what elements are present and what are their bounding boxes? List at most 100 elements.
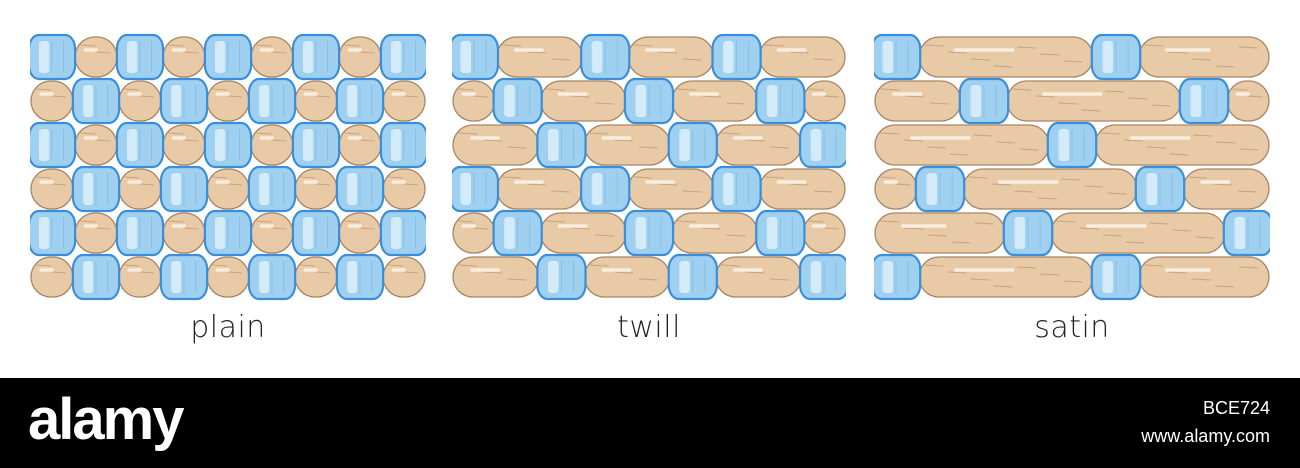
weft-yarn [1226, 80, 1270, 122]
warp-yarn [798, 121, 846, 169]
weft-yarn [627, 36, 715, 78]
weft-yarn [539, 80, 627, 122]
warp-yarn [492, 77, 543, 125]
plain-weave-illustration [30, 33, 426, 301]
weft-yarn [583, 124, 671, 166]
weft-yarn [1138, 36, 1270, 78]
satin-label: satin [1034, 310, 1110, 345]
weft-yarn [496, 168, 583, 210]
warp-yarn [1178, 77, 1230, 125]
weft-yarn [382, 168, 426, 210]
plain-label: plain [190, 310, 266, 345]
warp-yarn [115, 33, 165, 81]
weft-yarn [382, 80, 426, 122]
weft-yarn [338, 36, 382, 78]
warp-yarn [71, 165, 121, 213]
weft-yarn [918, 36, 1094, 78]
twill-weave-panel [452, 33, 846, 301]
warp-yarn [711, 33, 762, 81]
site-url-text: www.alamy.com [1141, 426, 1270, 446]
alamy-logo: alamy [28, 387, 184, 452]
warp-yarn [667, 121, 718, 169]
weft-yarn [539, 212, 627, 254]
weft-yarn [715, 124, 802, 166]
weft-yarn [627, 168, 715, 210]
warp-yarn [159, 165, 209, 213]
weft-yarn [74, 36, 118, 78]
weft-yarn [338, 212, 382, 254]
weft-yarn [250, 36, 294, 78]
warp-yarn [667, 253, 718, 301]
weft-yarn [1094, 124, 1270, 166]
warp-yarn [203, 121, 253, 169]
warp-yarn [71, 77, 121, 125]
twill-label: twill [617, 310, 681, 345]
weft-yarn [1182, 168, 1270, 210]
warp-yarn [247, 165, 297, 213]
weft-yarn [162, 36, 206, 78]
warp-yarn [30, 121, 77, 169]
weft-yarn [294, 256, 338, 298]
warp-yarn [1046, 121, 1098, 169]
weft-yarn [382, 256, 426, 298]
twill-weave-illustration [452, 33, 846, 301]
weft-yarn [30, 168, 74, 210]
weft-yarn [30, 256, 74, 298]
warp-yarn [914, 165, 966, 213]
warp-yarn [623, 77, 675, 125]
weft-yarn [874, 80, 962, 122]
warp-yarn [580, 33, 631, 81]
warp-yarn [492, 209, 543, 257]
warp-yarn [379, 121, 426, 169]
satin-weave-panel [874, 33, 1270, 301]
warp-yarn [755, 77, 806, 125]
warp-yarn [874, 253, 922, 301]
weft-yarn [452, 256, 540, 298]
warp-yarn [115, 121, 165, 169]
warp-yarn [379, 33, 426, 81]
weft-yarn [118, 168, 162, 210]
weft-yarn [918, 256, 1094, 298]
warp-yarn [452, 33, 500, 81]
warp-yarn [159, 253, 209, 301]
weft-yarn [206, 80, 250, 122]
image-id-text: BCE724 [1202, 398, 1270, 418]
weft-yarn [671, 212, 759, 254]
warp-yarn [30, 209, 77, 257]
warp-yarn [536, 253, 587, 301]
warp-yarn [958, 77, 1010, 125]
weft-yarn [452, 124, 540, 166]
warp-yarn [115, 209, 165, 257]
warp-yarn [291, 33, 341, 81]
warp-yarn [1090, 33, 1142, 81]
weft-yarn [452, 80, 496, 122]
weft-yarn [758, 36, 846, 78]
warp-yarn [203, 33, 253, 81]
weft-yarn [206, 256, 250, 298]
weft-yarn [294, 80, 338, 122]
weft-yarn [294, 168, 338, 210]
warp-yarn [452, 165, 500, 213]
weft-yarn [496, 36, 583, 78]
weft-yarn [250, 212, 294, 254]
weft-yarn [162, 212, 206, 254]
weft-yarn [874, 124, 1050, 166]
weft-yarn [874, 168, 918, 210]
warp-yarn [580, 165, 631, 213]
weft-yarn [250, 124, 294, 166]
weft-yarn [118, 80, 162, 122]
satin-weave-illustration [874, 33, 1270, 301]
warp-yarn [291, 121, 341, 169]
warp-yarn [291, 209, 341, 257]
warp-yarn [755, 209, 806, 257]
weft-yarn [1006, 80, 1182, 122]
warp-yarn [536, 121, 587, 169]
weft-yarn [715, 256, 802, 298]
warp-yarn [1222, 209, 1270, 257]
warp-yarn [798, 253, 846, 301]
warp-yarn [1090, 253, 1142, 301]
warp-yarn [623, 209, 675, 257]
weft-yarn [338, 124, 382, 166]
warp-yarn [874, 33, 922, 81]
